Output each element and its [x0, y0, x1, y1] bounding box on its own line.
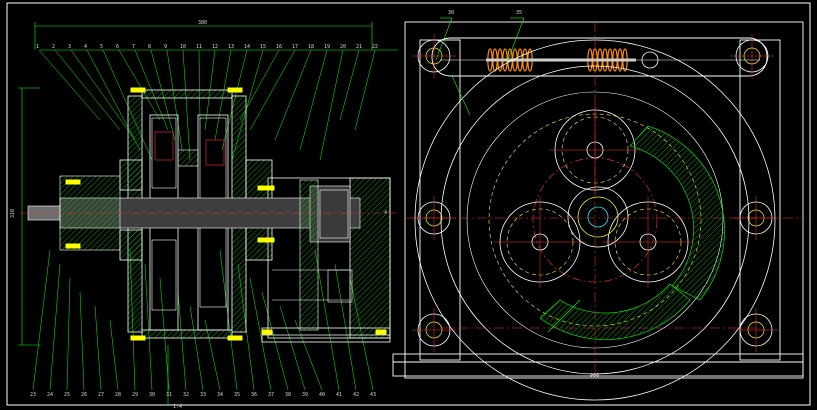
balloon-top-20: 20: [340, 44, 346, 50]
leader-top-9: [166, 49, 183, 151]
balloon-bottom-39: 39: [302, 392, 308, 398]
balloon-bottom-43: 43: [370, 392, 376, 398]
main-shaft: [20, 175, 398, 251]
balloon-bottom-38: 38: [285, 392, 291, 398]
leader-top-1: [38, 49, 101, 121]
balloon-bottom-35: 35: [234, 392, 240, 398]
leader-bottom-23: [32, 249, 51, 391]
balloon-top-22: 22: [372, 44, 378, 50]
leader-bottom-24: [49, 263, 61, 391]
leader-bottom-28: [109, 319, 119, 391]
balloon-top-6: 6: [116, 44, 119, 50]
leader-bottom-30: [144, 263, 153, 391]
balloon-bottom-34: 34: [217, 392, 223, 398]
dim-overall-length: 380: [198, 20, 207, 26]
leader-top-19: [299, 49, 328, 151]
bolt-group: [65, 87, 387, 341]
section-view: 380 310 4 1:4 12345678910111213141516171…: [10, 20, 398, 410]
balloon-bottom-33: 33: [200, 392, 206, 398]
leader-bottom-32: [177, 291, 187, 391]
balloon-top-18: 18: [308, 44, 314, 50]
balloon-top-21: 21: [356, 44, 362, 50]
end-leaders: [435, 17, 581, 333]
dim-overall-height: 310: [10, 209, 16, 218]
leader-top-20: [319, 49, 344, 161]
leader-bottom-25: [66, 277, 71, 391]
leader-bottom-38: [261, 291, 289, 391]
balloon-top-2: 2: [52, 44, 55, 50]
leader-top-5: [102, 49, 153, 161]
balloon-bottom-26: 26: [81, 392, 87, 398]
balloon-bottom-40: 40: [319, 392, 325, 398]
balloon-bottom-36: 36: [251, 392, 257, 398]
end-housing: [392, 21, 804, 379]
pinion-assembly: [272, 179, 353, 331]
balloon-top-11: 11: [196, 44, 202, 50]
balloon-bottom-32: 32: [183, 392, 189, 398]
balloon-top-10: 10: [180, 44, 186, 50]
balloon-top-19: 19: [324, 44, 330, 50]
balloon-top-15: 15: [260, 44, 266, 50]
leader-top-21: [339, 49, 360, 121]
leader-top-16: [239, 49, 280, 121]
leader-bottom-33: [189, 305, 204, 391]
leader-top-2: [54, 49, 121, 131]
balloon-bottom-28: 28: [115, 392, 121, 398]
leader-bottom-26: [79, 291, 85, 391]
end-view: 30 35: [392, 10, 804, 401]
balloon-top-3: 3: [68, 44, 71, 50]
leader-top-17: [249, 49, 296, 131]
leader-bottom-27: [94, 305, 102, 391]
balloon-bottom-31: 31: [166, 392, 172, 398]
hatched-sector: [629, 125, 725, 301]
balloon-top-16: 16: [276, 44, 282, 50]
balloon-bottom-30: 30: [149, 392, 155, 398]
leader-bottom-41: [314, 249, 340, 391]
drawing-frame: [6, 2, 811, 406]
balloon-bottom-37: 37: [268, 392, 274, 398]
leader-top-3: [70, 49, 136, 141]
balloon-bottom-41: 41: [336, 392, 342, 398]
hatched-bottom-arc: [539, 283, 691, 340]
balloon-top-9: 9: [164, 44, 167, 50]
balloon-top-17: 17: [292, 44, 298, 50]
leader-top-11: [198, 49, 201, 121]
balloon-top-14: 14: [244, 44, 250, 50]
dim-link-a: 30: [448, 10, 454, 16]
leader-bottom-39: [279, 305, 306, 391]
balloon-top-13: 13: [228, 44, 234, 50]
balloon-top-7: 7: [132, 44, 135, 50]
leader-top-6: [118, 49, 161, 121]
link-pivot-hub: [641, 51, 659, 69]
balloon-top-8: 8: [148, 44, 151, 50]
leader-bottom-35: [219, 249, 238, 391]
balloon-top-12: 12: [212, 44, 218, 50]
balloon-bottom-23: 23: [30, 392, 36, 398]
dim-base-length: 900: [590, 373, 599, 379]
balloon-bottom-27: 27: [98, 392, 104, 398]
leader-top-18: [274, 49, 312, 141]
balloon-top-1: 1: [36, 44, 39, 50]
balloon-top-4: 4: [84, 44, 87, 50]
sun-gear: [567, 186, 629, 248]
leader-bottom-42: [334, 263, 357, 391]
balloon-bottom-29: 29: [132, 392, 138, 398]
scale-mark: 1:4: [173, 404, 182, 410]
bottom-leader-group: 23 24 25 26 27 28 29 30 31 32 33 34 35 36 37 38 39 40 41 42…: [30, 249, 376, 398]
leader-top-22: [354, 49, 376, 131]
dim-link-b: 35: [516, 10, 522, 16]
end-centerlines: [405, 22, 803, 378]
planet-gears: [494, 104, 694, 288]
leader-bottom-37: [249, 277, 272, 391]
leader-top-10: [182, 49, 191, 161]
tension-link: [431, 37, 768, 77]
balloon-bottom-25: 25: [64, 392, 70, 398]
balloon-top-5: 5: [100, 44, 103, 50]
leader-bottom-40: [294, 319, 323, 391]
balloon-bottom-42: 42: [353, 392, 359, 398]
balloon-bottom-24: 24: [47, 392, 53, 398]
